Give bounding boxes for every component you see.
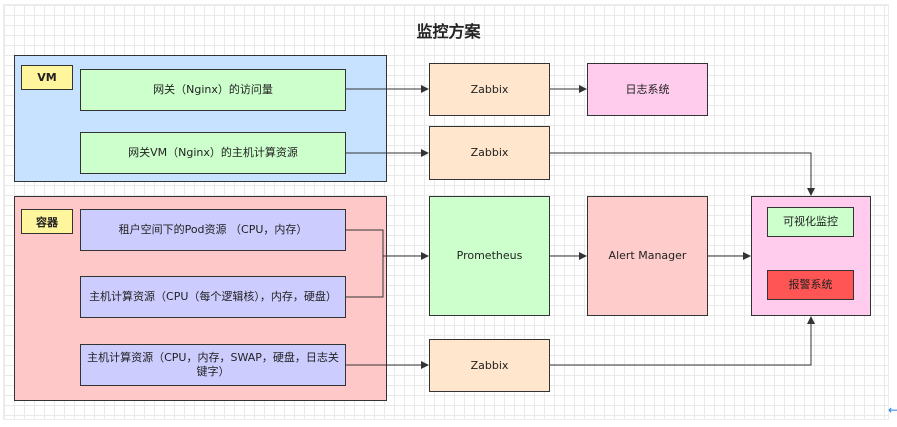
diagram-title: 监控方案 (416, 22, 481, 41)
arrow-left-icon[interactable]: ← (888, 403, 897, 417)
target-visual-monitor[interactable]: 可视化监控 (767, 207, 854, 237)
edge-zabbix-2-to-monitoring-panel (550, 152, 815, 196)
collector-prometheus[interactable]: Prometheus (429, 196, 550, 316)
source-pod-resources[interactable]: 租户空间下的Pod资源 （CPU，内存） (80, 209, 346, 251)
source-host-resources-cpu[interactable]: 主机计算资源（CPU（每个逻辑核），内存，硬盘） (80, 276, 346, 318)
group-container-tag: 容器 (21, 209, 73, 234)
edge-zabbix-3-to-monitoring-panel (550, 316, 815, 366)
target-log-system[interactable]: 日志系统 (587, 63, 708, 116)
collector-zabbix-3[interactable]: Zabbix (429, 339, 550, 392)
collector-zabbix-1[interactable]: Zabbix (429, 63, 550, 116)
edge-pod-resources-to-merge (346, 229, 384, 256)
source-host-resources-swap[interactable]: 主机计算资源（CPU，内存，SWAP，硬盘，日志关键字） (80, 344, 346, 386)
target-alarm-system[interactable]: 报警系统 (767, 270, 854, 300)
group-vm-tag: VM (21, 65, 73, 90)
collector-zabbix-2[interactable]: Zabbix (429, 126, 550, 180)
target-alert-manager[interactable]: Alert Manager (587, 196, 708, 316)
source-gateway-traffic[interactable]: 网关（Nginx）的访问量 (80, 69, 346, 111)
edge-host-cpu-to-merge (346, 256, 384, 298)
source-gateway-host-resources[interactable]: 网关VM（Nginx）的主机计算资源 (80, 132, 346, 174)
